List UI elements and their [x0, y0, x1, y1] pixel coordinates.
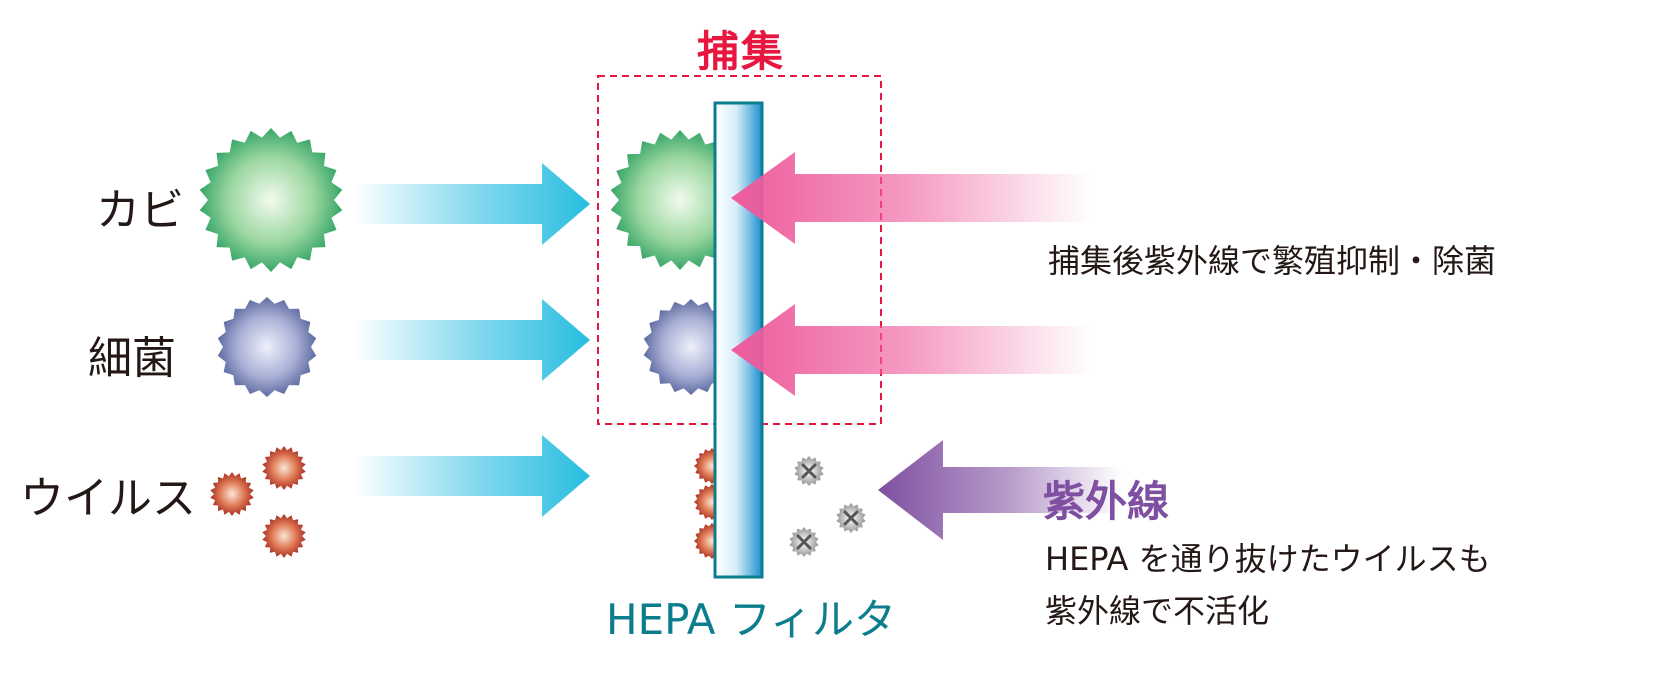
uv-arrow-virus	[878, 440, 1122, 540]
capture-label: 捕集	[697, 27, 786, 76]
virus-particles	[210, 446, 306, 558]
uv-arrow-bacteria	[731, 304, 1092, 396]
airflow-arrow-virus	[352, 435, 590, 517]
inactivated-virus-icon	[794, 456, 824, 486]
uv-arrows	[731, 152, 1092, 396]
airflow-arrows	[352, 163, 590, 517]
bacteria-particle	[217, 297, 317, 397]
virus-particle	[262, 446, 306, 490]
inactivated-virus-icon	[789, 527, 819, 557]
mold-particle	[199, 128, 343, 272]
airflow-arrow-mold	[352, 163, 590, 245]
label-mold: カビ	[96, 185, 184, 236]
label-virus: ウイルス	[20, 473, 196, 524]
uv-arrow-mold	[731, 152, 1092, 244]
uv-note-line1: HEPA を通り抜けたウイルスも	[1045, 540, 1491, 578]
virus-particle	[262, 514, 306, 558]
uv-note-line2: 紫外線で不活化	[1045, 592, 1270, 630]
airflow-arrow-bacteria	[352, 299, 590, 381]
label-bacteria: 細菌	[88, 333, 176, 384]
uv-capture-note: 捕集後紫外線で繁殖抑制・除菌	[1048, 242, 1497, 280]
uv-title: 紫外線	[1043, 477, 1170, 526]
inactivated-virus-icon	[836, 503, 866, 533]
inactivated-viruses	[789, 456, 866, 557]
hepa-filter-label: HEPA フィルタ	[606, 595, 897, 644]
virus-particle	[210, 472, 254, 516]
